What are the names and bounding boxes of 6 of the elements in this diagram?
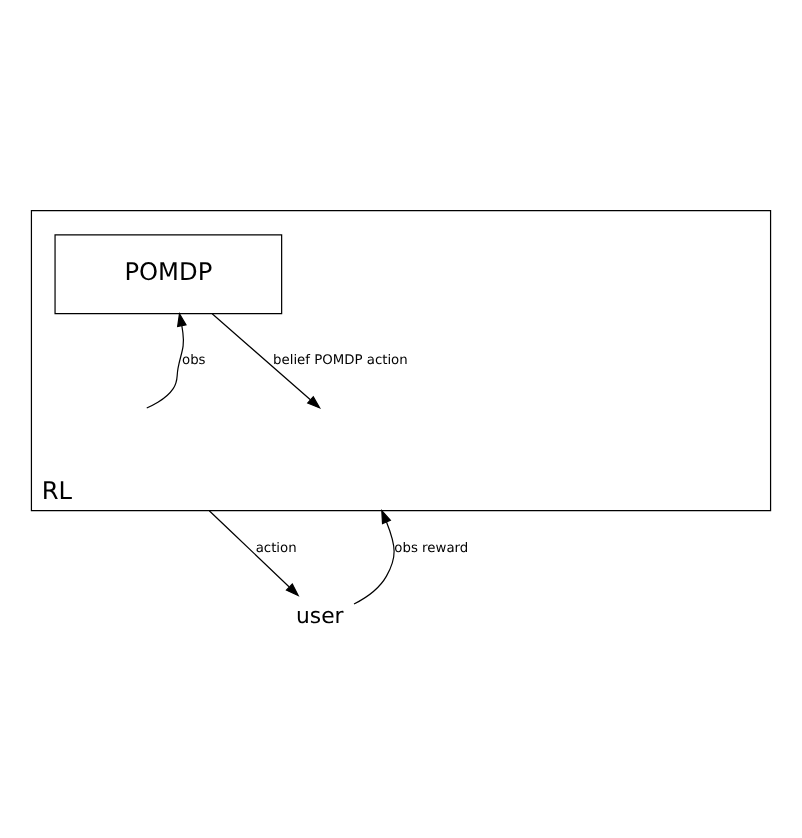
arrow (208, 509, 300, 596)
arrow (353, 508, 395, 604)
node-text: user (296, 601, 344, 628)
arrow (146, 311, 187, 408)
arrow (211, 312, 321, 409)
node-box: POMDP (54, 233, 283, 314)
